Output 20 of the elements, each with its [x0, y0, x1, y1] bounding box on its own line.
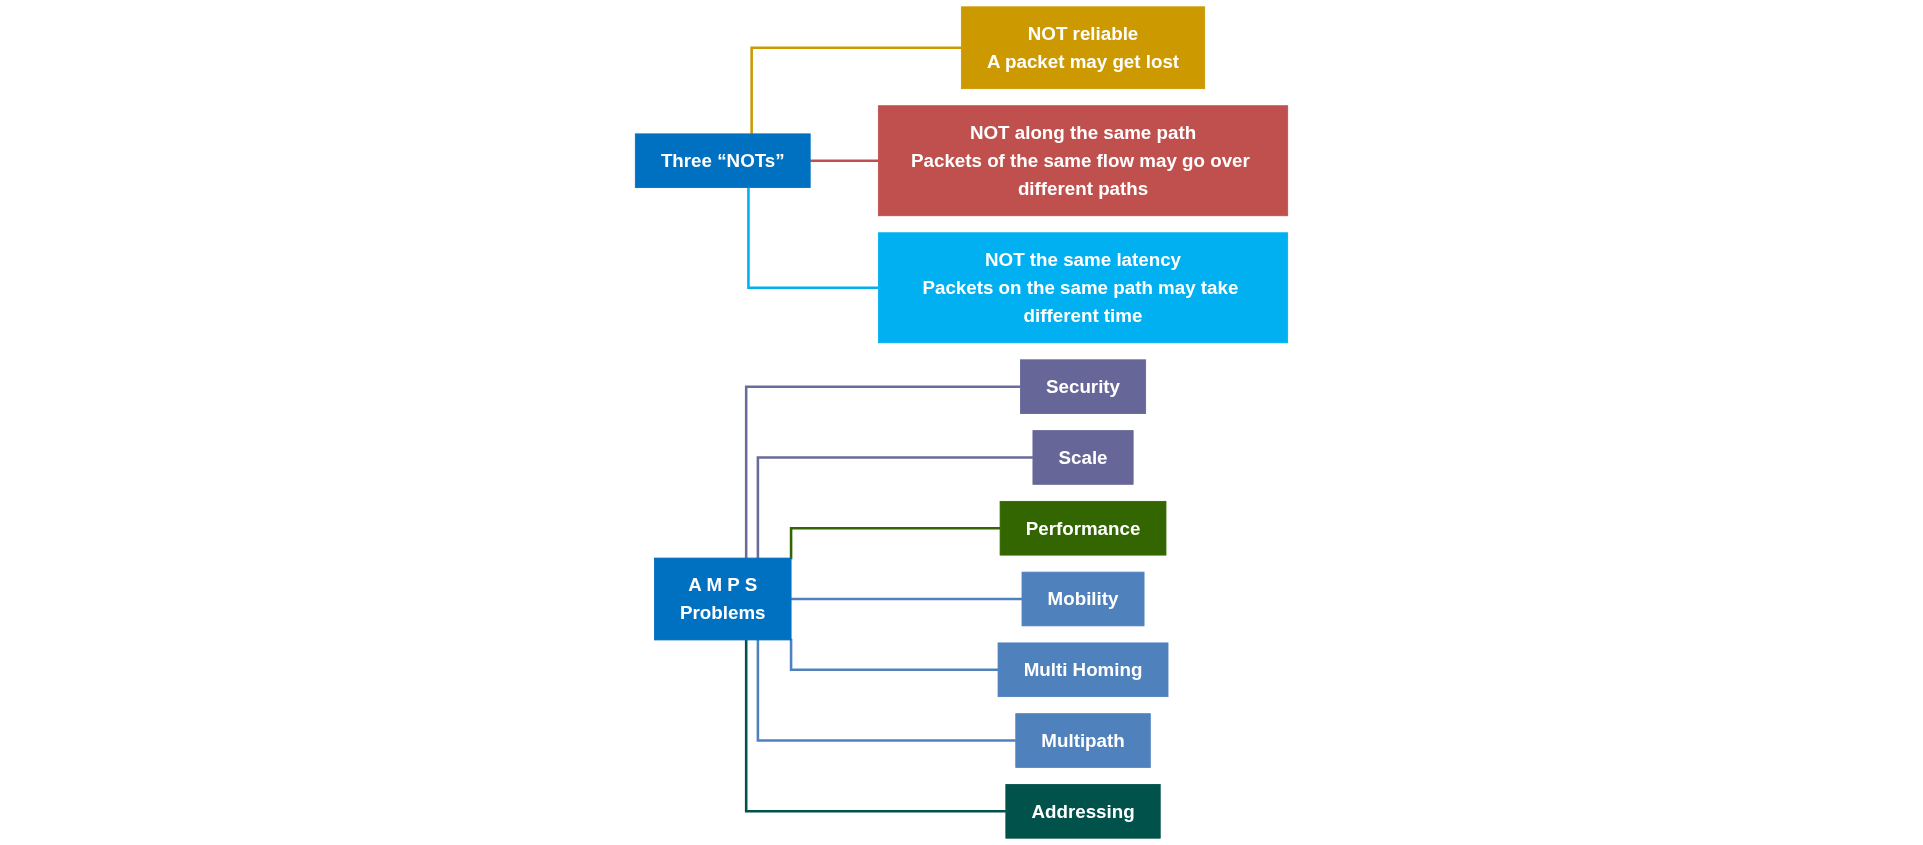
connector [750, 46, 962, 134]
connector [744, 385, 1021, 559]
node-box: Addressing [1005, 784, 1161, 839]
connector [756, 456, 1033, 559]
node-box: Multipath [1015, 713, 1151, 768]
node-box: Mobility [1021, 571, 1145, 627]
node-box: Multi Homing [997, 642, 1169, 698]
node-box: Scale [1032, 430, 1134, 485]
node-box: Three “NOTs” [634, 133, 811, 188]
connector [744, 639, 1006, 813]
node-box: A M P S Problems [654, 557, 792, 641]
node-box: NOT the same latency Packets on the same path may take different time [877, 232, 1289, 344]
connector [789, 526, 1001, 560]
connector [747, 187, 879, 290]
node-box: NOT reliable A packet may get lost [960, 6, 1206, 90]
connector [756, 639, 1016, 742]
node-box: Performance [999, 500, 1167, 556]
connector [789, 638, 999, 672]
node-box: Security [1020, 359, 1147, 414]
node-box: NOT along the same path Packets of the same flow may go over different paths [877, 105, 1289, 217]
